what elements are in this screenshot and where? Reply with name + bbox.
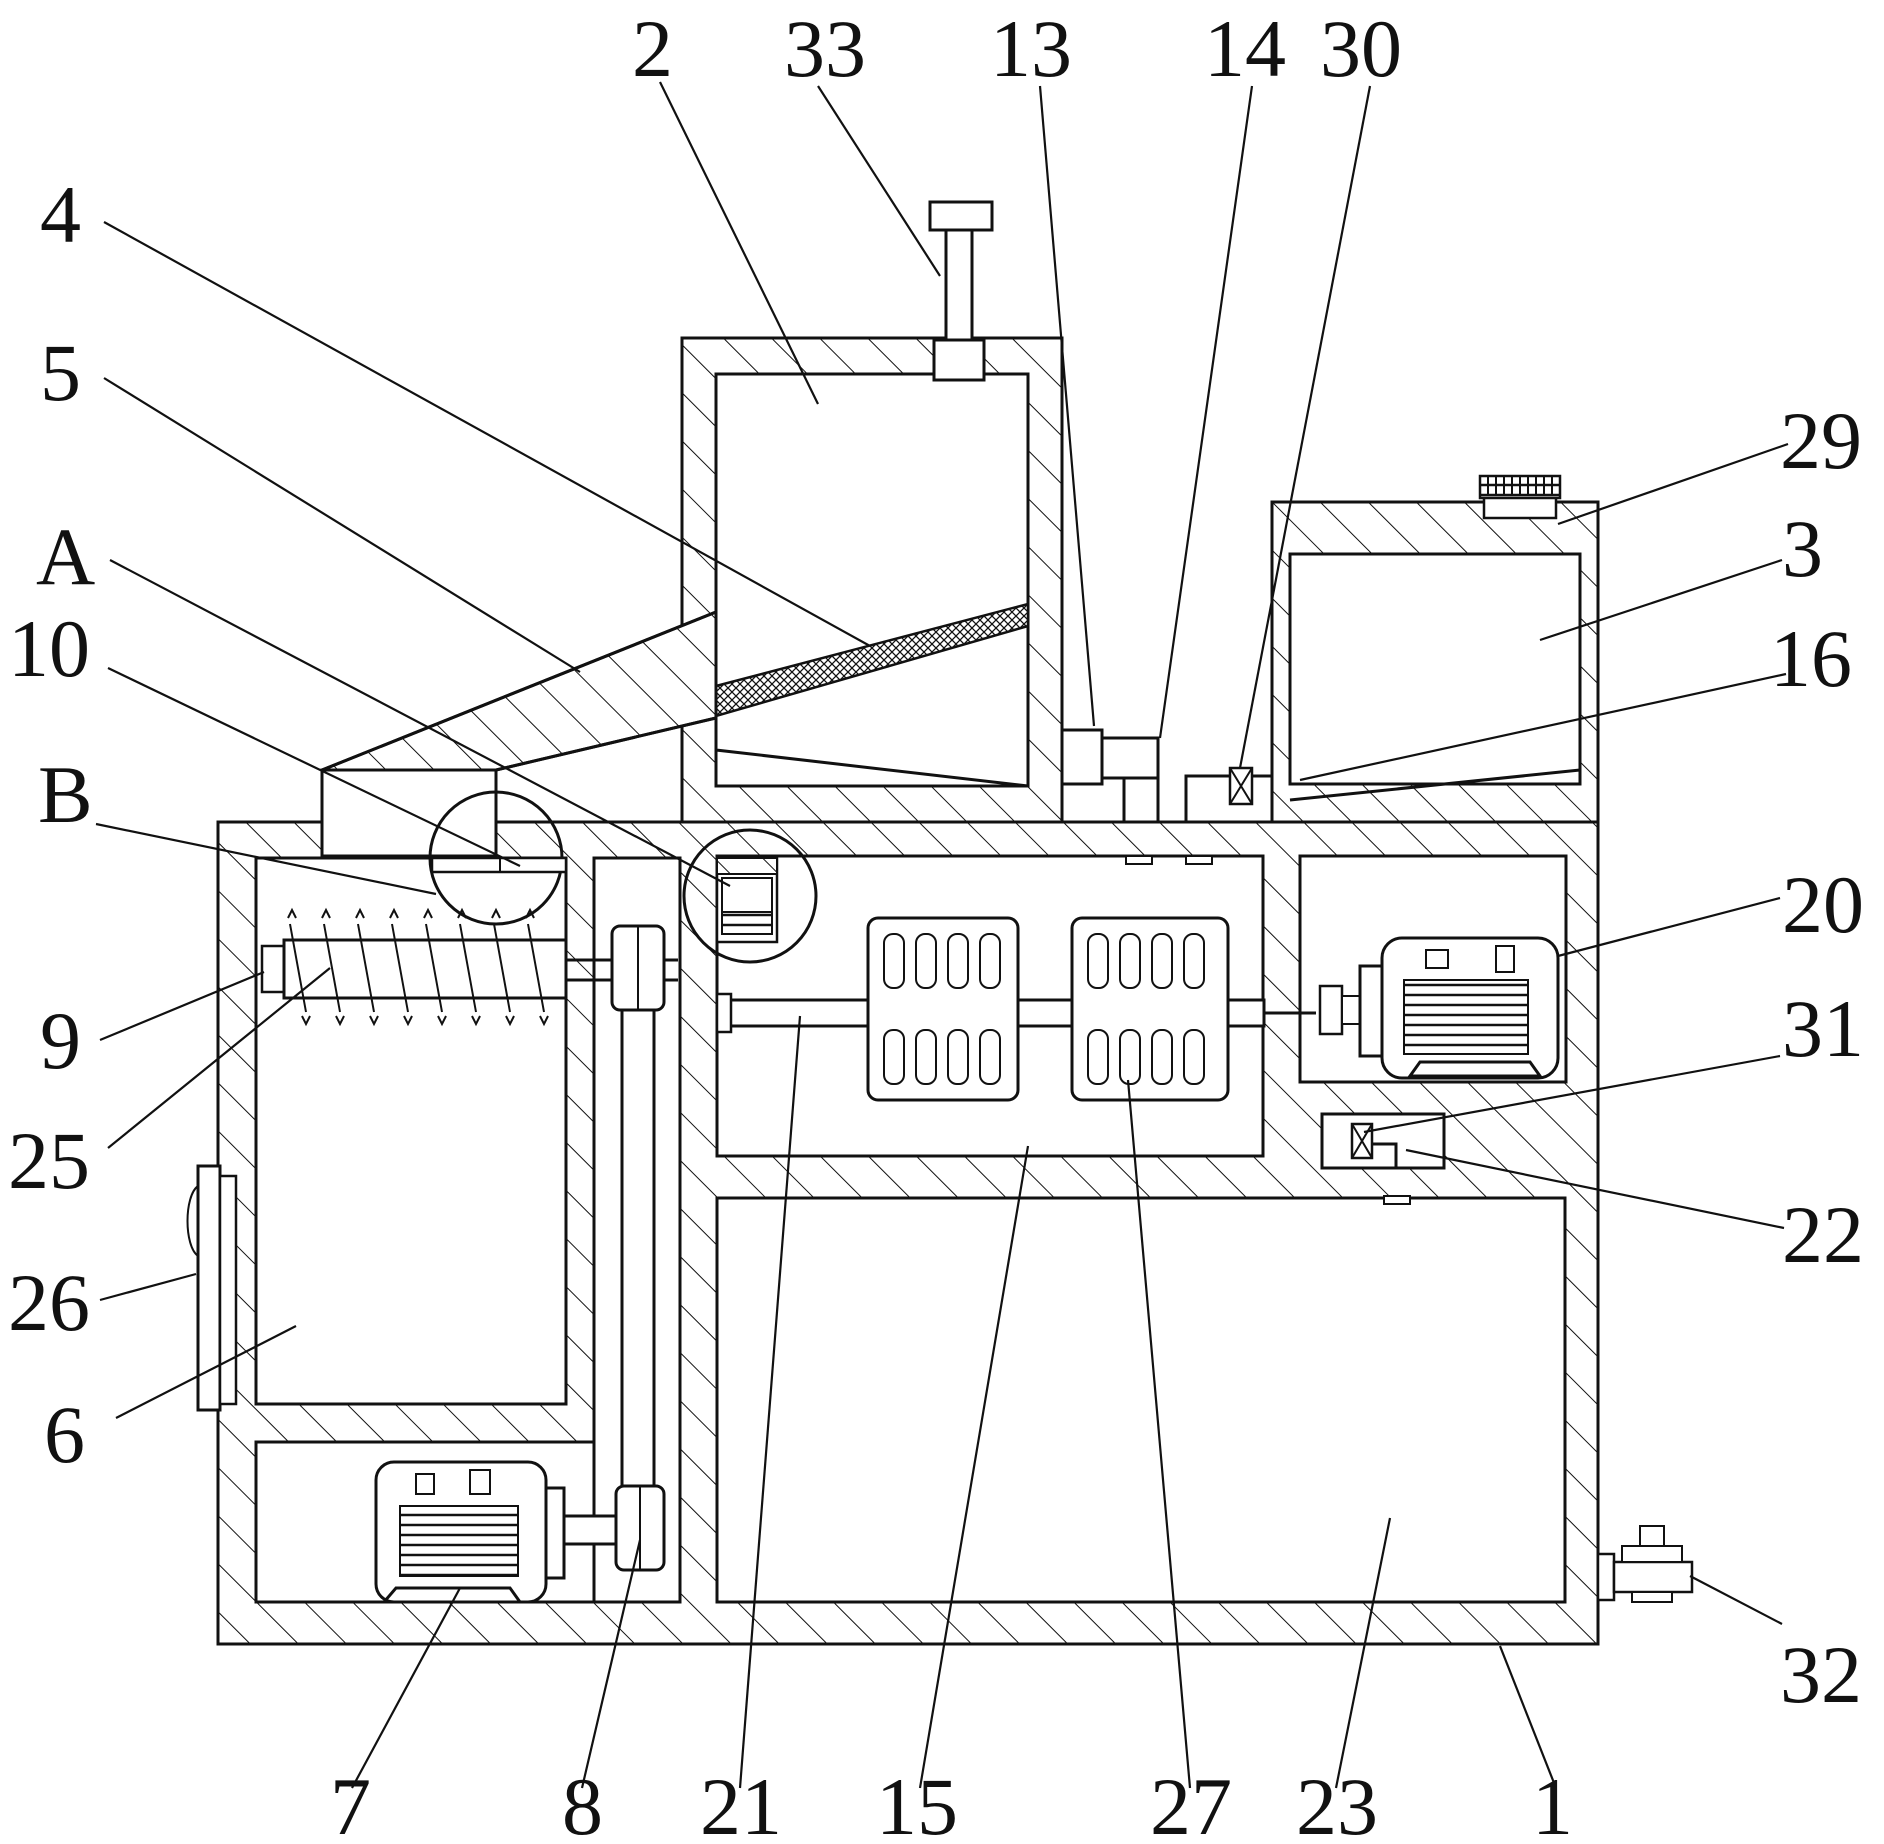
- label-16: 16: [1770, 613, 1852, 704]
- valve-31: [1350, 1122, 1398, 1168]
- label-22: 22: [1782, 1189, 1864, 1280]
- crusher-rollers: [715, 916, 1316, 1102]
- label-33: 33: [784, 3, 866, 94]
- label-5: 5: [40, 327, 81, 418]
- leader-lines: [95, 81, 1789, 1789]
- part-labels: 2 33 13 14 30 4 5 29 3 A 16 10 B 20 9 31…: [8, 3, 1864, 1844]
- detail-circle-a: [682, 828, 818, 964]
- label-7: 7: [330, 1761, 371, 1839]
- label-2: 2: [632, 3, 673, 94]
- hopper-box: [680, 200, 1064, 824]
- door-26: [186, 1164, 238, 1412]
- screw-conveyor: [260, 907, 678, 1027]
- label-6: 6: [44, 1389, 85, 1480]
- label-27: 27: [1150, 1761, 1232, 1839]
- tank-3: [1270, 474, 1600, 824]
- label-32: 32: [1780, 1629, 1862, 1720]
- outlet-valve-32: [1596, 1525, 1694, 1603]
- belt-drive: [610, 924, 666, 1572]
- label-b: B: [38, 749, 93, 840]
- component-a: [715, 856, 779, 944]
- label-15: 15: [876, 1761, 958, 1839]
- label-8: 8: [562, 1761, 603, 1839]
- label-21: 21: [700, 1761, 782, 1839]
- chute: [320, 609, 718, 858]
- label-29: 29: [1780, 395, 1862, 486]
- valve-b: [430, 856, 568, 874]
- label-14: 14: [1204, 3, 1286, 94]
- motor-20: [1318, 936, 1560, 1080]
- label-31: 31: [1782, 983, 1864, 1074]
- label-30: 30: [1320, 3, 1402, 94]
- label-1: 1: [1532, 1761, 1573, 1839]
- motor-7: [374, 1460, 618, 1604]
- label-a: A: [36, 511, 95, 602]
- label-13: 13: [990, 3, 1072, 94]
- pump-assembly: [1060, 728, 1272, 822]
- label-25: 25: [8, 1115, 90, 1206]
- label-20: 20: [1782, 859, 1864, 950]
- label-9: 9: [40, 995, 81, 1086]
- label-23: 23: [1296, 1761, 1378, 1839]
- label-26: 26: [8, 1257, 90, 1348]
- label-10: 10: [8, 603, 90, 694]
- label-3: 3: [1782, 503, 1823, 594]
- label-4: 4: [40, 169, 81, 260]
